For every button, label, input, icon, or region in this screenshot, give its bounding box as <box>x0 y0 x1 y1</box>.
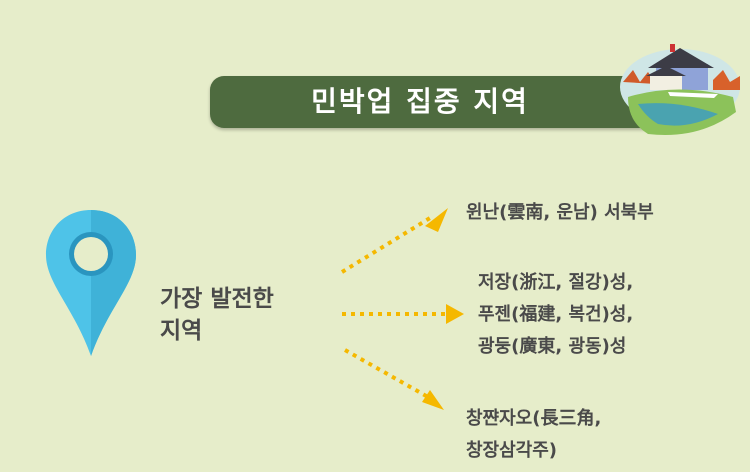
region-yangtze-delta-line2: 창장삼각주) <box>466 440 558 461</box>
most-developed-region-label: 가장 발전한 지역 <box>160 283 274 347</box>
region-yangtze-delta: 창쨘자오(長三角, <box>466 408 602 429</box>
arrow-line-delta <box>344 348 429 399</box>
arrowhead-icon <box>425 208 448 232</box>
arrowhead-icon <box>446 304 464 324</box>
countryside-house-illustration <box>620 44 740 136</box>
label-line: 지역 <box>160 318 203 344</box>
region-guangdong: 광둥(廣東, 광동)성 <box>478 336 627 357</box>
title-banner <box>210 76 660 128</box>
region-zhejiang: 저장(浙江, 절강)성, <box>478 272 634 293</box>
arrow-line-yunnan <box>340 216 432 274</box>
region-yunnan: 윈난(雲南, 운남) 서북부 <box>466 202 654 223</box>
region-fujian: 푸젠(福建, 복건)성, <box>478 304 634 325</box>
location-pin-icon <box>46 210 136 356</box>
arrowhead-icon <box>422 390 444 410</box>
page-title: 민박업 집중 지역 <box>311 85 529 118</box>
label-line: 가장 발전한 <box>160 286 274 312</box>
